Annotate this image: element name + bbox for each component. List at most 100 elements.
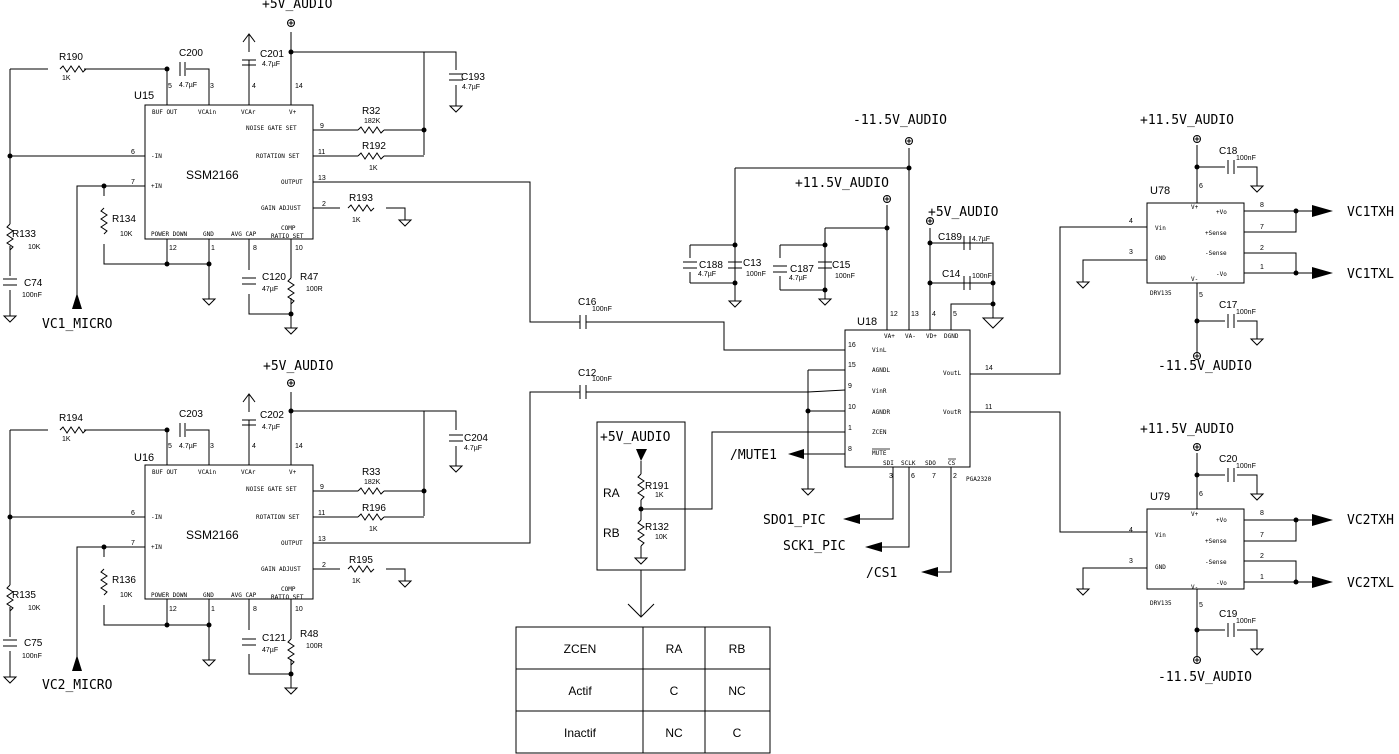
r47-val: 100R (306, 286, 323, 293)
c193-capacitor (449, 73, 463, 81)
u18-pnum-10: 10 (848, 404, 856, 411)
u15-pnum-1: 1 (211, 245, 215, 252)
c189-val: 4.7µF (972, 236, 990, 243)
u18-pin-vinr: VinR (872, 388, 887, 395)
u15-pin-rotation: ROTATION SET (256, 153, 300, 160)
c18-ref: C18 (1219, 146, 1238, 157)
u15-pin-avgcap: AVG CAP (231, 231, 257, 238)
u18-pin-sclk: SCLK (901, 460, 916, 467)
r194-val: 1K (62, 436, 71, 443)
c200-ref: C200 (179, 48, 203, 59)
u78-pnum-3: 3 (1129, 249, 1133, 256)
u16-pin-comp: COMP (281, 586, 296, 593)
c20-ref: C20 (1219, 454, 1238, 465)
zcen-truth-table: ZCEN RA RB Actif C NC Inactif NC C (515, 626, 771, 754)
c201-ref: C201 (260, 49, 284, 60)
table-header-ra: RA (666, 642, 683, 656)
u78-pin-plus-vo: +Vo (1216, 209, 1227, 216)
u16-pin-bufout: BUF OUT (152, 469, 178, 476)
c189-ref: C189 (938, 232, 962, 243)
u78-pin-vminus: V- (1191, 276, 1198, 283)
r134-ref: R134 (112, 214, 136, 225)
u79-pnum-8: 8 (1260, 510, 1264, 517)
u15-pin-gnd: GND (203, 231, 214, 238)
u16-pin-vcain: VCAin (198, 469, 216, 476)
u18-pnum-2: 2 (953, 473, 957, 480)
c201-capacitor (242, 59, 256, 66)
u15-pnum-6: 6 (131, 149, 135, 156)
u18-pnum-7: 7 (932, 473, 936, 480)
u78-block: U78 DRV135 Vin GND V+ V- +Vo +Sense -Sen… (1076, 135, 1333, 360)
u18-body (844, 329, 971, 468)
u16-pnum-14: 14 (295, 443, 303, 450)
c120-val: 47µF (262, 286, 278, 293)
r135-val: 10K (28, 605, 41, 612)
u78-pnum-5: 5 (1199, 292, 1203, 299)
u18-part: PGA2320 (966, 476, 992, 483)
c15-ref: C15 (832, 260, 851, 271)
u78-pin-vplus: V+ (1191, 204, 1199, 211)
table-row2-zcen: Inactif (564, 726, 597, 740)
c17-ref: C17 (1219, 300, 1238, 311)
r192-val: 1K (369, 165, 378, 172)
vc1txl-port-icon (1312, 267, 1333, 279)
u15-pnum-7: 7 (131, 179, 135, 186)
r136-val: 10K (120, 592, 133, 599)
u18-pin-agndr: AGNDR (872, 409, 890, 416)
u15-block: U15 SSM2166 BUF OUT VCAin VCAr V+ 5 3 4 … (3, 19, 580, 335)
u16-pin-vplus: V+ (289, 469, 297, 476)
u15-pnum-5: 5 (168, 83, 172, 90)
c202-ref: C202 (260, 410, 284, 421)
sck1-port-icon (865, 542, 882, 552)
r190-ref: R190 (59, 52, 83, 63)
u16-pnum-1: 1 (211, 606, 215, 613)
r192-ref: R192 (362, 141, 386, 152)
down-arrow-icon (627, 570, 655, 618)
u79-pin-vin: Vin (1155, 532, 1166, 539)
u79-part: DRV135 (1150, 600, 1172, 607)
r48-val: 100R (306, 643, 323, 650)
r132-ref: R132 (645, 522, 669, 533)
c19-val: 100nF (1236, 618, 1256, 625)
u18-pin-voutr: VoutR (943, 409, 961, 416)
u79-pin-vplus: V+ (1191, 511, 1199, 518)
r48-ref: R48 (300, 629, 319, 640)
u16-pnum-5: 5 (168, 443, 172, 450)
u78-pnum-6: 6 (1199, 183, 1203, 190)
u18-pnum-16: 16 (848, 342, 856, 349)
u78-pnum-4: 4 (1129, 218, 1133, 225)
c188-ref: C188 (699, 260, 723, 271)
u16-block: U16 SSM2166 BUF OUT VCAin VCAr V+ 5 3 4 … (3, 379, 580, 695)
u18-neg-supply-label: -11.5V_AUDIO (853, 113, 947, 128)
u16-pnum-12: 12 (169, 606, 177, 613)
u18-block: U18 PGA2320 VA+ VA- VD+ DGND 12 13 4 5 V… (640, 137, 1147, 577)
c202-val: 4.7µF (262, 424, 280, 431)
c15-val: 100nF (835, 273, 855, 280)
r191-val: 1K (655, 492, 664, 499)
c121-capacitor (242, 638, 256, 646)
u78-pnum-8: 8 (1260, 202, 1264, 209)
sck1-label: SCK1_PIC (783, 539, 846, 554)
coupling-caps: C16 100nF C12 100nF (578, 297, 846, 399)
vc1txl-label: VC1TXL (1347, 267, 1394, 282)
c204-ref: C204 (464, 433, 488, 444)
c203-val: 4.7µF (179, 443, 197, 450)
r132-val: 10K (655, 534, 668, 541)
u79-pnum-4: 4 (1129, 527, 1133, 534)
r47-ref: R47 (300, 272, 319, 283)
r134-val: 10K (120, 231, 133, 238)
u15-pnum-14: 14 (295, 83, 303, 90)
c121-ref: C121 (262, 633, 286, 644)
c193-val: 4.7µF (462, 84, 480, 91)
u15-pin-ratioset: RATIO SET (271, 233, 304, 240)
u15-pnum-4: 4 (252, 83, 256, 90)
u79-block: U79 DRV135 Vin GND V+ V- +Vo +Sense -Sen… (1076, 443, 1333, 664)
u16-pnum-7: 7 (131, 540, 135, 547)
u15-pnum-12: 12 (169, 245, 177, 252)
u78-pin-vin: Vin (1155, 225, 1166, 232)
u16-pin-gnd: GND (203, 592, 214, 599)
u18-pin-vaminus: VA- (905, 333, 916, 340)
u79-pnum-7: 7 (1260, 532, 1264, 539)
u78-pin-minus-vo: -Vo (1216, 271, 1227, 278)
